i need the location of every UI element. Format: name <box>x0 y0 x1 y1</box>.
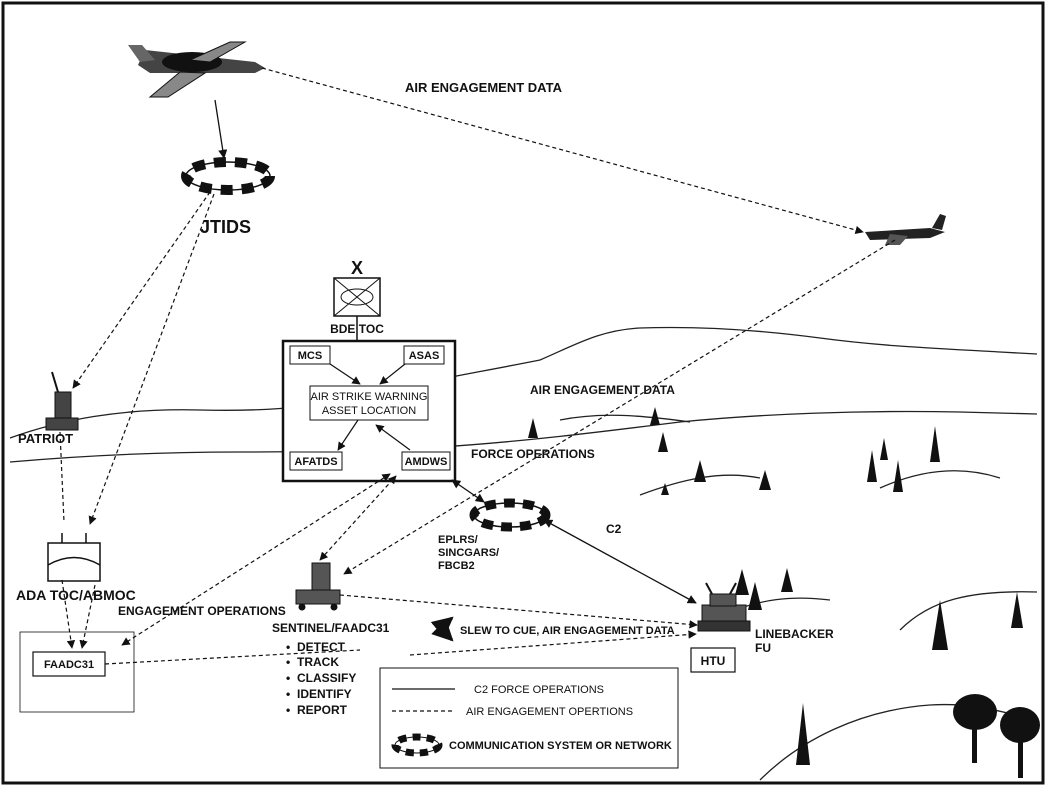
sentinel-label: SENTINEL/FAADC31 <box>272 621 390 635</box>
connections <box>59 67 896 665</box>
slew-label: SLEW TO CUE, AIR ENGAGEMENT DATA <box>460 625 675 637</box>
eplrs-label-3: FBCB2 <box>438 560 475 572</box>
labels-x-mark: X <box>351 258 363 278</box>
air-engagement-data-mid-label: AIR ENGAGEMENT DATA <box>530 383 675 397</box>
eplrs-network-ring <box>469 498 551 532</box>
bullet: • <box>286 687 290 701</box>
bde-toc-box: BDE TOC MCS ASAS AIR STRIKE WARNING ASSE… <box>281 322 457 483</box>
sentinel-function-list: • DETECT • TRACK • CLASSIFY • IDENTIFY •… <box>286 640 356 717</box>
linebacker-label: LINEBACKER <box>755 627 834 641</box>
ada-toc-label: ADA TOC/ABMOC <box>16 587 136 603</box>
air-engagement-data-top-label: AIR ENGAGEMENT DATA <box>405 80 563 95</box>
bullet: • <box>286 640 290 654</box>
function-item: DETECT <box>297 640 346 654</box>
fighter-aircraft-icon <box>865 214 946 245</box>
mcs-label: MCS <box>298 350 322 362</box>
legend-solid-label: C2 FORCE OPERATIONS <box>474 684 604 696</box>
warning-label: AIR STRIKE WARNING <box>311 391 428 403</box>
linebacker-fu-label: FU <box>755 641 771 655</box>
legend: C2 FORCE OPERATIONS AIR ENGAGEMENT OPERT… <box>379 667 679 769</box>
amdws-label: AMDWS <box>405 456 448 468</box>
afatds-label: AFATDS <box>294 456 337 468</box>
function-item: TRACK <box>297 655 339 669</box>
engagement-operations-label: ENGAGEMENT OPERATIONS <box>118 604 286 618</box>
brigade-unit-symbol: X <box>333 258 381 341</box>
legend-ring-label: COMMUNICATION SYSTEM OR NETWORK <box>449 740 672 752</box>
function-item: IDENTIFY <box>297 687 352 701</box>
function-item: REPORT <box>297 703 348 717</box>
faadc31-box <box>32 651 106 677</box>
bullet: • <box>286 655 290 669</box>
bullet: • <box>286 671 290 685</box>
terrain <box>9 326 1038 781</box>
asset-location-label: ASSET LOCATION <box>322 405 416 417</box>
faadc31-box-label: FAADC31 <box>44 659 94 671</box>
patriot-launcher-icon <box>45 371 79 431</box>
patriot-label: PATRIOT <box>18 431 73 446</box>
jtids-network-ring <box>181 157 275 195</box>
function-item: CLASSIFY <box>297 671 356 685</box>
awacs-aircraft-icon <box>128 41 265 98</box>
force-operations-label: FORCE OPERATIONS <box>471 447 595 461</box>
eplrs-label-1: EPLRS/ <box>438 534 478 546</box>
htu-box <box>690 647 736 673</box>
asas-label: ASAS <box>409 350 440 362</box>
htu-label: HTU <box>701 654 726 668</box>
c2-label: C2 <box>606 522 622 536</box>
ada-toc-frame <box>19 631 135 713</box>
linebacker-vehicle-icon <box>697 582 751 632</box>
eplrs-label-2: SINCGARS/ <box>438 547 499 559</box>
jtids-label: JTIDS <box>200 217 251 237</box>
labels-bde-toc: BDE TOC <box>330 322 384 336</box>
ada-toc-building-icon <box>47 533 101 582</box>
legend-dashed-label: AIR ENGAGEMENT OPERTIONS <box>466 706 633 718</box>
tree-icons <box>528 407 1040 778</box>
bullet: • <box>286 703 290 717</box>
sentinel-radar-icon <box>295 562 341 611</box>
